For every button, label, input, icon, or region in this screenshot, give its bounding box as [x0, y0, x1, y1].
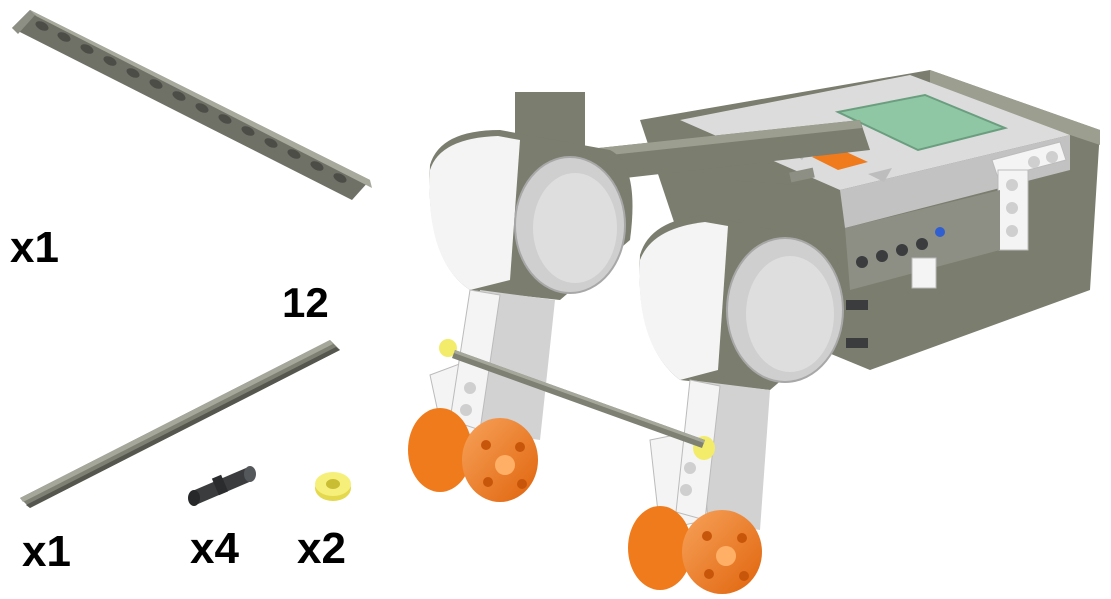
axle-quantity-label: x1	[22, 527, 71, 576]
axle-length-label: 12	[282, 279, 329, 326]
robot-assembly-illustration	[408, 70, 1100, 594]
liftarm-quantity-label: x1	[10, 223, 59, 272]
bush-quantity-label: x2	[297, 524, 346, 573]
axle-pin-icon	[188, 466, 256, 506]
liftarm-15-icon	[12, 10, 372, 200]
axle-12-icon	[20, 340, 340, 508]
half-bush-icon	[315, 472, 351, 501]
pin-quantity-label: x4	[190, 524, 239, 573]
